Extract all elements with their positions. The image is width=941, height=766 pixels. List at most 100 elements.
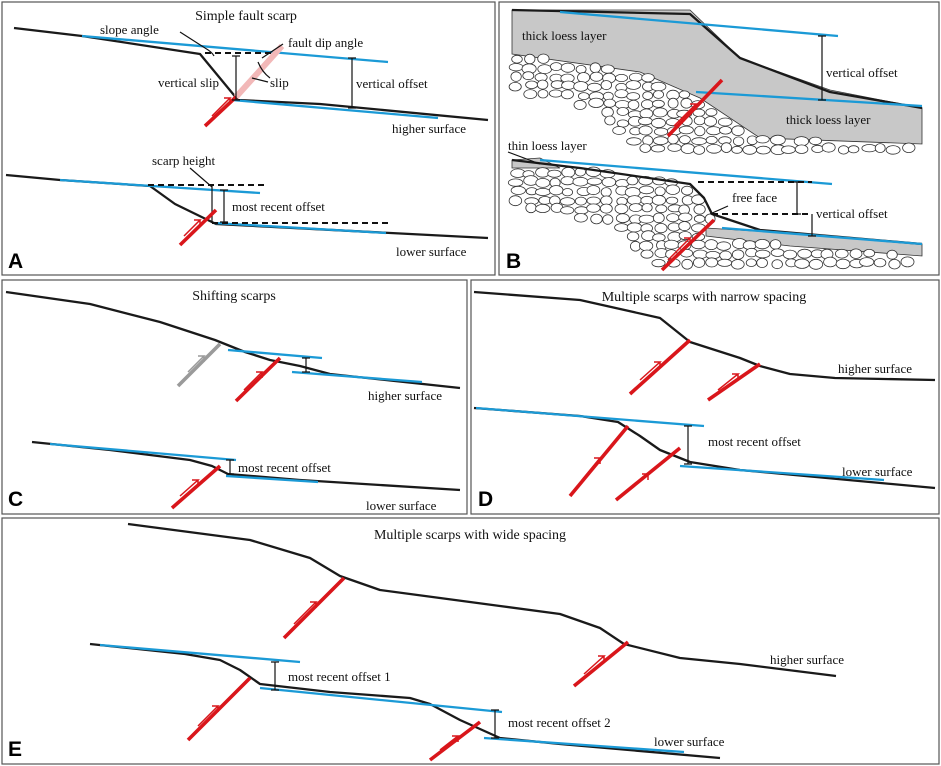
panel-a-slip-label: slip — [270, 75, 289, 90]
panel-e-letter: E — [8, 738, 22, 761]
panel-b-gravel-lower — [507, 166, 915, 270]
gravel-cobble — [663, 239, 680, 250]
gravel-cobble — [654, 223, 668, 234]
gravel-cobble — [625, 80, 642, 90]
gravel-cobble — [888, 259, 901, 270]
gravel-cobble — [781, 145, 796, 154]
gravel-cobble — [508, 195, 523, 207]
panel-b-upper-surface-line — [559, 10, 839, 38]
gravel-cobble — [720, 142, 732, 153]
panel-a-recent-offset-bar — [220, 189, 228, 223]
gravel-cobble — [574, 196, 587, 206]
panel-a-scarp-height-pointer — [189, 167, 213, 188]
gravel-cobble — [616, 119, 630, 128]
gravel-cobble — [694, 126, 706, 137]
panel-d-higher-surface-label: higher surface — [838, 361, 912, 376]
panel-d-upper-profile — [473, 290, 936, 382]
gravel-cobble — [678, 90, 691, 99]
panel-e-lower-slip-arrow-2 — [439, 735, 461, 751]
gravel-cobble — [667, 143, 682, 152]
panel-a-higher-surface-label: higher surface — [392, 121, 466, 136]
panel-a-slope-angle-pointer — [179, 31, 206, 49]
panel-d-lower-upper-surface-line — [475, 406, 705, 428]
panel-e-lower-fault-1 — [186, 676, 252, 742]
gravel-cobble — [705, 257, 719, 268]
panel-a-upper-profile — [13, 26, 489, 122]
panel-e-recent-offset-1-bar — [271, 661, 279, 691]
panel-d-lower-fault-1 — [568, 424, 630, 498]
gravel-cobble — [653, 136, 669, 146]
gravel-cobble — [651, 194, 667, 206]
gravel-cobble — [549, 185, 564, 196]
panel-e-upper-fault-2 — [572, 640, 630, 688]
gravel-cobble — [536, 79, 549, 90]
gravel-cobble — [847, 145, 860, 154]
gravel-cobble — [692, 249, 709, 260]
panel-b-vertical-offset-bar — [818, 35, 826, 101]
gravel-cobble — [626, 92, 641, 101]
gravel-cobble — [808, 258, 824, 270]
panel-b-thin-loess-pointer — [507, 151, 541, 165]
gravel-cobble — [601, 106, 614, 118]
panel-b-upper-profile — [511, 8, 923, 110]
gravel-cobble — [704, 239, 719, 251]
panel-d-upper-slip-arrow-2 — [717, 373, 741, 391]
panel-e-upper-profile — [127, 522, 837, 678]
gravel-cobble — [638, 240, 654, 252]
panel-d-lower-surface-label: lower surface — [842, 464, 913, 479]
panel-c-recent-offset-bar — [226, 459, 234, 475]
panel-d-upper-slip-arrow-1 — [639, 361, 662, 381]
gravel-cobble — [559, 197, 576, 206]
panel-c-new-slip-arrow — [243, 371, 264, 391]
gravel-cobble — [589, 62, 601, 74]
gravel-cobble — [601, 177, 617, 188]
panel-a-vertical-offset-bar — [348, 57, 356, 109]
panel-e-higher-surface-label: higher surface — [770, 652, 844, 667]
gravel-cobble — [652, 212, 665, 224]
gravel-cobble — [577, 72, 591, 83]
gravel-cobble — [706, 144, 722, 154]
gravel-cobble — [602, 214, 614, 225]
panel-d-frame — [470, 279, 940, 515]
panel-b-free-face-label: free face — [732, 190, 777, 205]
gravel-cobble — [654, 186, 666, 197]
gravel-cobble — [678, 212, 693, 222]
panel-b-thick-loess-label: thick loess layer — [522, 28, 607, 43]
gravel-cobble — [837, 145, 850, 155]
gravel-cobble — [510, 185, 526, 195]
panel-c-lower-fault — [170, 464, 222, 510]
panel-c-lower-upper-surface-line — [49, 442, 237, 462]
panel-d-lower-slip-arrow-2 — [627, 473, 651, 491]
gravel-cobble — [510, 71, 522, 82]
gravel-cobble — [666, 213, 680, 223]
panel-a-upper-surface-line — [81, 34, 389, 64]
panel-b-frame — [498, 1, 940, 276]
gravel-cobble — [626, 175, 639, 186]
panel-a-slip-pointer — [251, 77, 269, 83]
panel-b-upper-slip-arrow — [673, 103, 698, 127]
gravel-cobble — [885, 145, 901, 155]
panel-c-upper-surface-line — [227, 348, 323, 360]
panel-e-surface-line-1 — [99, 643, 301, 664]
gravel-cobble — [511, 54, 523, 64]
gravel-cobble — [794, 258, 810, 269]
panel-b-letter: B — [506, 250, 521, 273]
gravel-cobble — [547, 169, 562, 178]
gravel-cobble — [525, 80, 538, 89]
panel-a-most-recent-offset-label: most recent offset — [232, 199, 325, 214]
gravel-cobble — [616, 107, 630, 116]
gravel-cobble — [716, 241, 731, 251]
gravel-cobble — [535, 203, 551, 213]
gravel-cobble — [614, 89, 629, 99]
panel-c-lower-surface-label: lower surface — [366, 498, 437, 513]
gravel-cobble — [577, 92, 590, 100]
panel-c-new-fault — [234, 356, 282, 403]
gravel-cobble — [586, 196, 601, 205]
gravel-cobble — [641, 203, 653, 213]
gravel-cobble — [650, 144, 666, 153]
gravel-cobble — [560, 89, 574, 100]
gravel-cobble — [742, 144, 757, 155]
gravel-cobble — [794, 144, 809, 154]
gravel-cobble — [902, 142, 916, 154]
